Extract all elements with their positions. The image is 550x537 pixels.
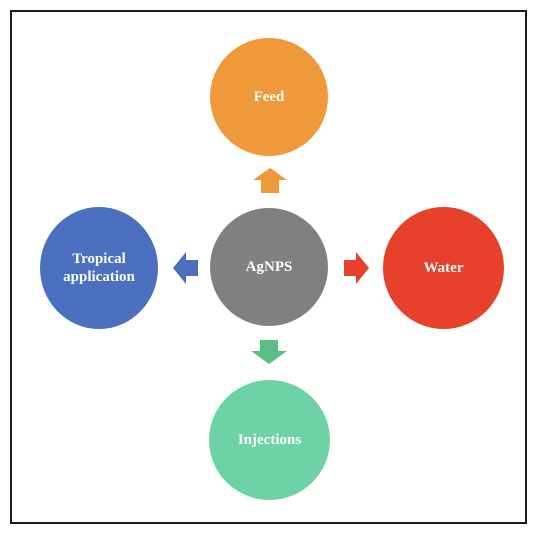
node-tropical-application: Tropical application <box>40 207 158 329</box>
node-feed: Feed <box>210 38 328 156</box>
arrow-up-icon <box>253 168 287 193</box>
node-water-label: Water <box>423 260 464 276</box>
center-node-label: AgNPS <box>245 259 293 275</box>
arrow-left-icon <box>173 252 198 284</box>
node-feed-label: Feed <box>253 89 285 105</box>
arrow-right-icon <box>344 252 369 284</box>
arrow-down-icon <box>251 340 287 364</box>
center-node-agnps: AgNPS <box>210 208 328 326</box>
node-injections: Injections <box>209 380 330 500</box>
node-tropical-label: Tropical application <box>63 251 135 285</box>
node-water: Water <box>383 207 504 329</box>
node-injections-label: Injections <box>237 432 302 448</box>
